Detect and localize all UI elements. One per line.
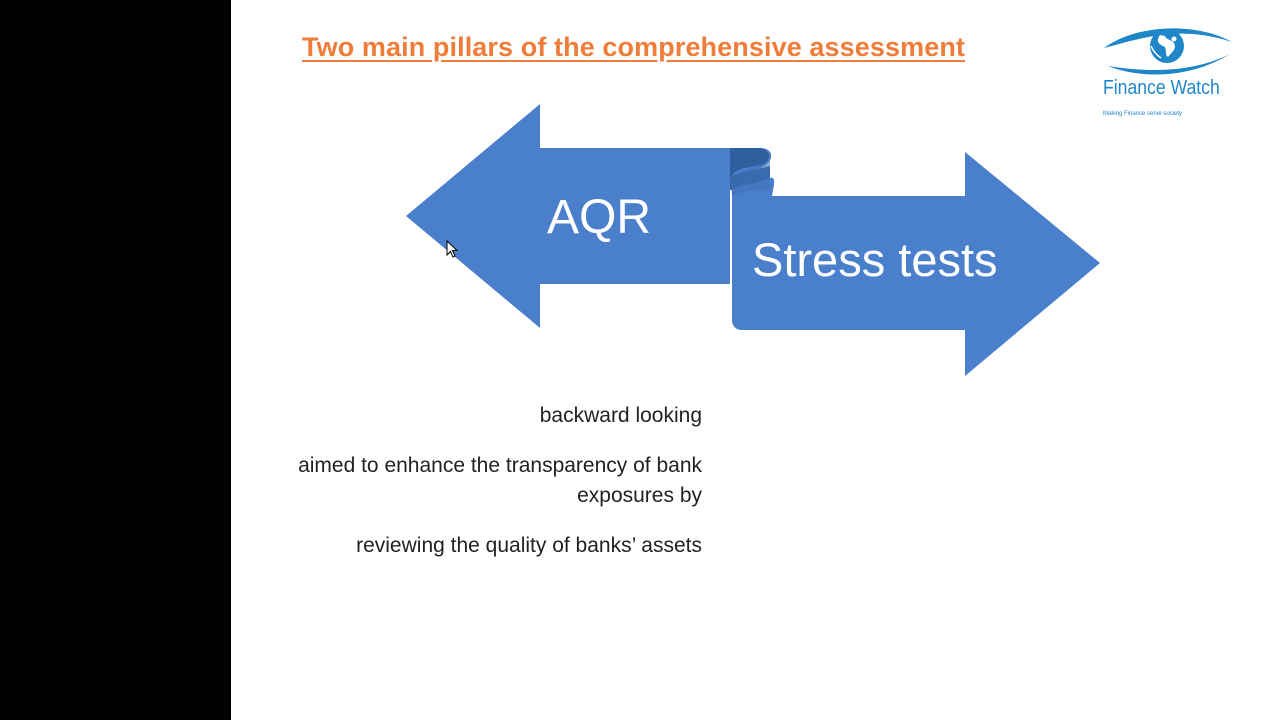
slide-canvas (231, 0, 1280, 720)
mouse-pointer-icon (446, 240, 458, 258)
logo-name: Finance Watch (1103, 77, 1220, 99)
note-transparency: aimed to enhance the transparency of ban… (298, 454, 702, 507)
globe-eye-icon (1104, 28, 1232, 75)
black-side-panel (0, 0, 231, 720)
stress-tests-label: Stress tests (752, 233, 998, 286)
fold-highlight (730, 160, 770, 196)
aqr-label: AQR (547, 191, 652, 244)
slide-title: Two main pillars of the comprehensive as… (302, 32, 966, 62)
left-arrow-aqr (406, 104, 772, 328)
logo-tagline: Making Finance serve society (1103, 111, 1183, 117)
right-arrow-body (732, 152, 1100, 376)
note-backward-looking: backward looking (539, 404, 702, 427)
right-arrow-stress-tests (730, 148, 769, 178)
note-asset-quality: reviewing the quality of banks’ assets (356, 534, 702, 557)
